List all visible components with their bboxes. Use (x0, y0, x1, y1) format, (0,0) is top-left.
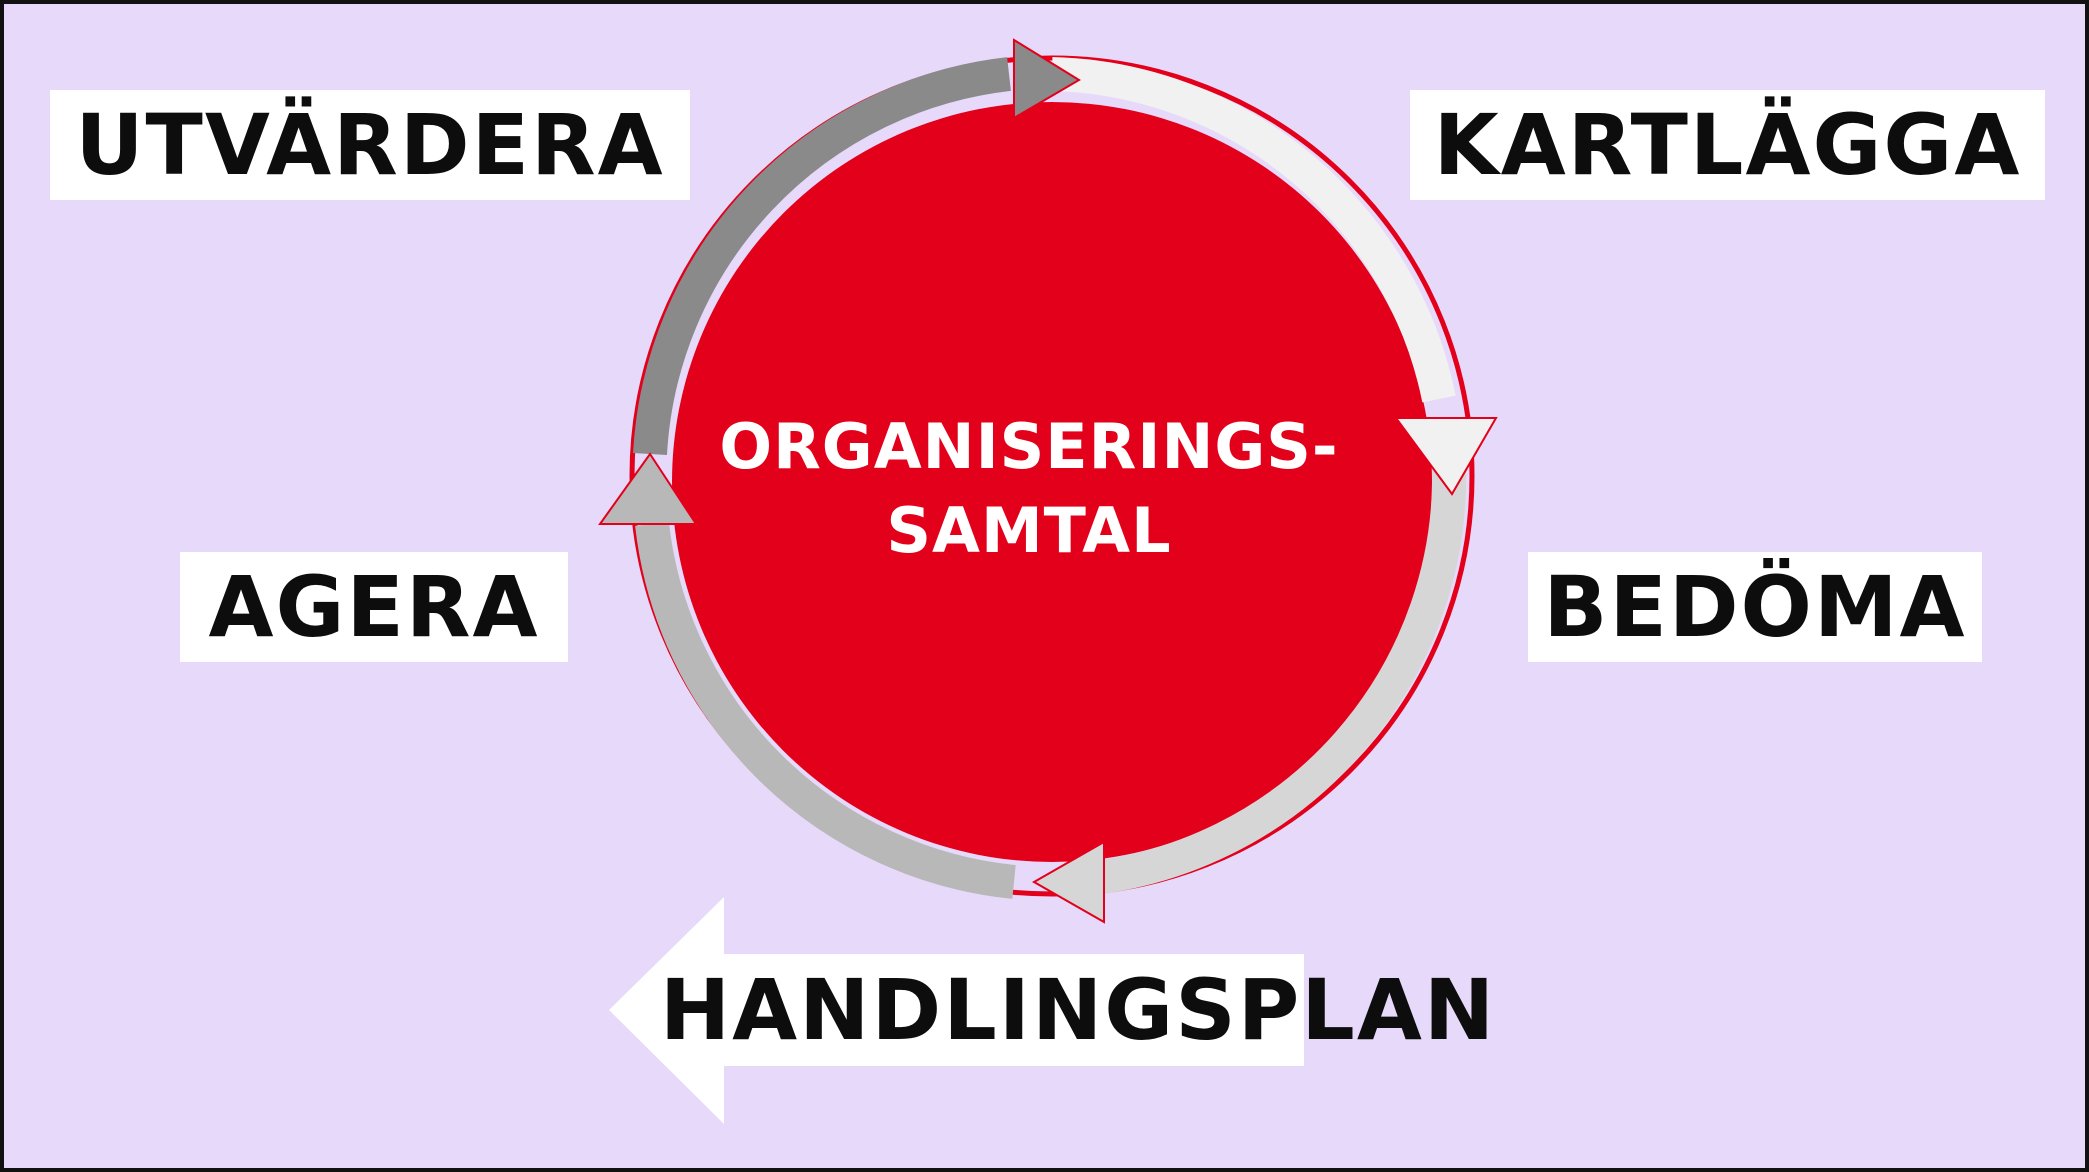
step-utvardera: UTVÄRDERA (50, 90, 690, 200)
arrowhead-bottom-icon (1031, 840, 1105, 924)
cycle-diagram (598, 38, 1498, 1124)
step-handlingsplan: HANDLINGSPLAN (660, 954, 1494, 1066)
step-bedoma: BEDÖMA (1528, 552, 1982, 662)
center-title-line1: ORGANISERINGS- (719, 410, 1339, 483)
step-kartlagga-label: KARTLÄGGA (1433, 96, 2022, 194)
step-bedoma-label: BEDÖMA (1543, 558, 1967, 656)
step-agera-label: AGERA (208, 558, 540, 656)
step-handlingsplan-label: HANDLINGSPLAN (659, 961, 1497, 1059)
center-title: ORGANISERINGS- SAMTAL (654, 399, 1404, 579)
arrowhead-top-icon (1013, 38, 1081, 120)
arrowhead-right-icon (1394, 417, 1498, 496)
handlingsplan-arrow-icon (609, 897, 1304, 1124)
arrowhead-left-icon (598, 452, 698, 525)
circle-outline (629, 55, 1475, 897)
arc-left-top (633, 57, 1011, 455)
step-kartlagga: KARTLÄGGA (1410, 90, 2045, 200)
center-title-line2: SAMTAL (886, 494, 1172, 567)
red-circle (672, 102, 1432, 862)
arc-top-right (1051, 57, 1456, 403)
step-utvardera-label: UTVÄRDERA (75, 96, 665, 194)
step-agera: AGERA (180, 552, 568, 662)
arc-bottom-left (635, 522, 1016, 899)
arc-right-bottom (1082, 463, 1467, 896)
